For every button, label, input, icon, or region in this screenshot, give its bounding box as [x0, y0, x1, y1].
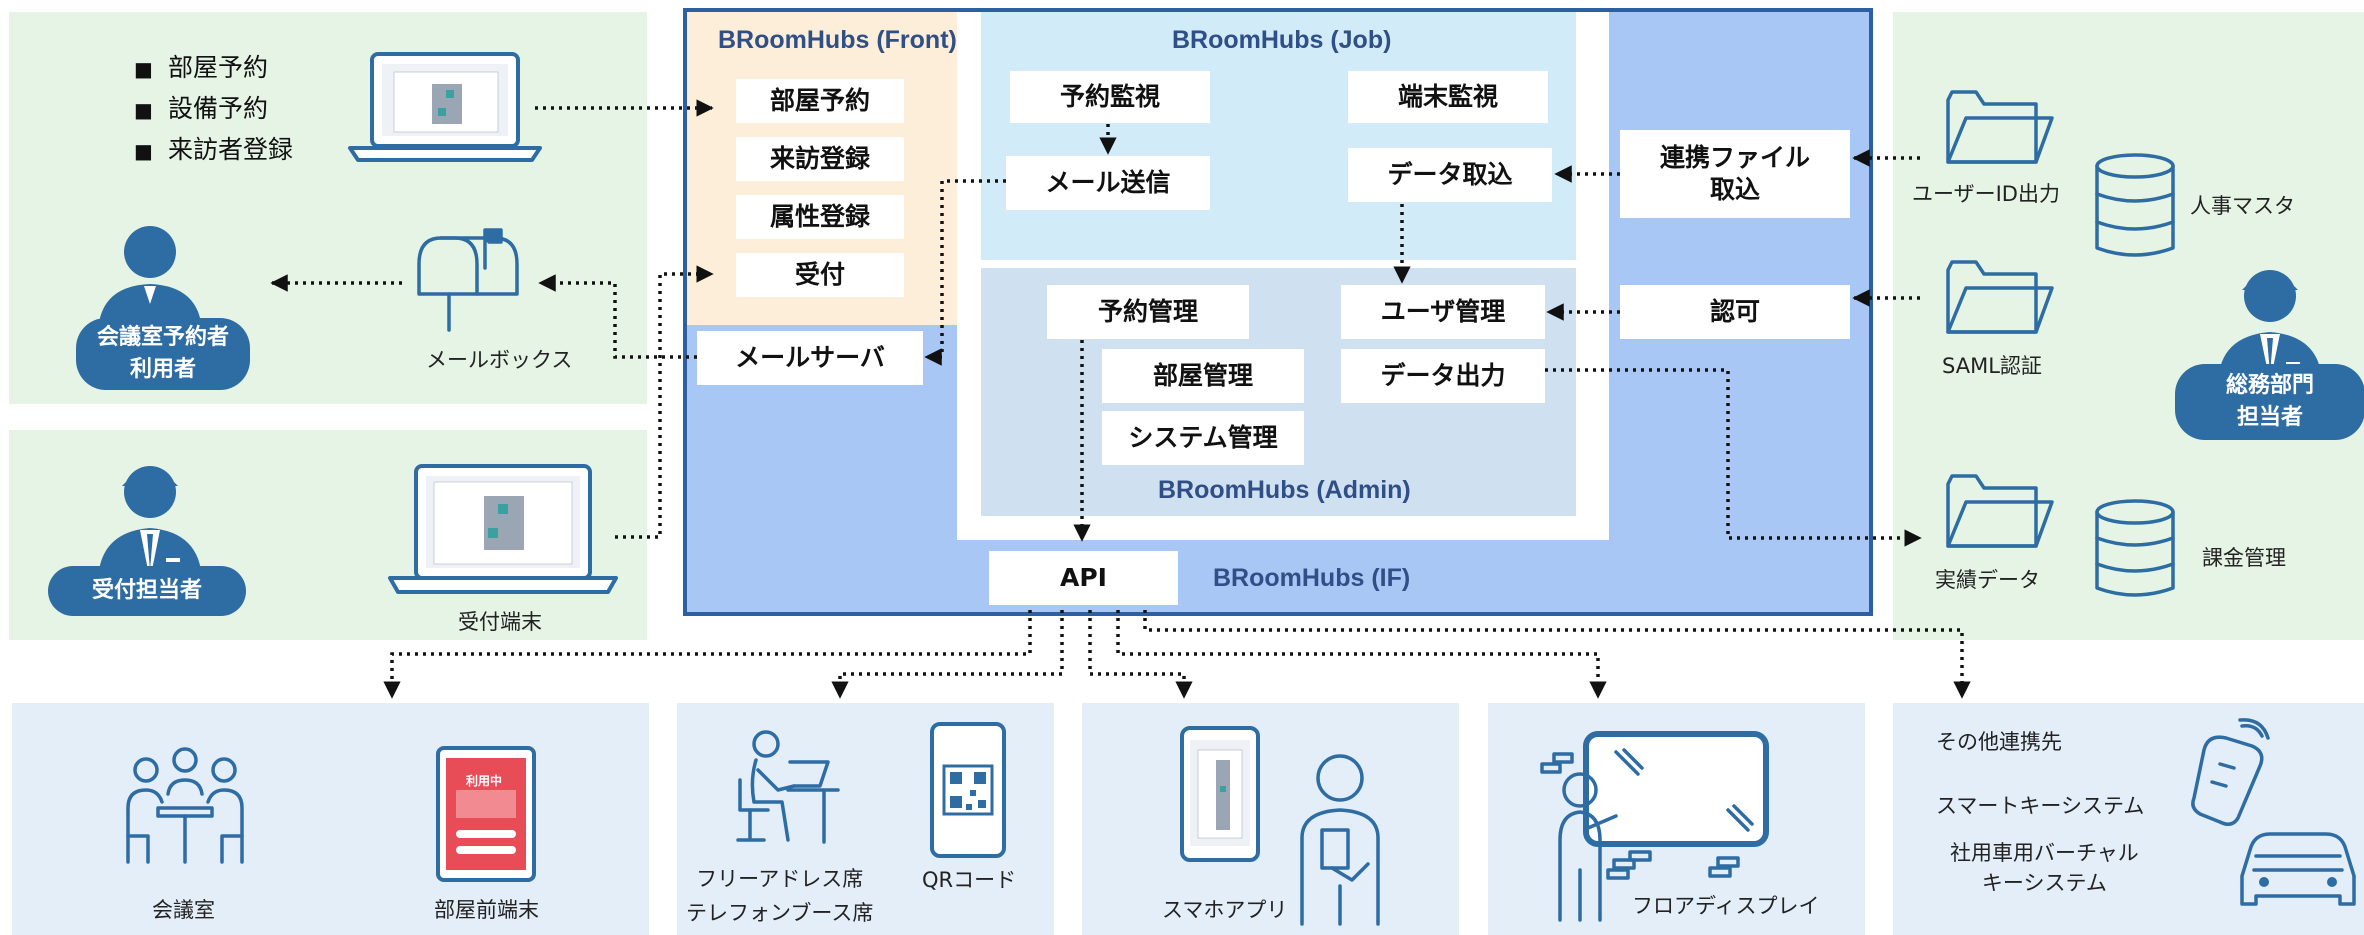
room-terminal-label: 部屋前端末	[434, 898, 539, 922]
room-terminal-tablet-icon	[436, 746, 536, 882]
results-folder-icon	[1946, 474, 2054, 548]
arrow-api-to-other	[1143, 610, 1971, 699]
if-title: BRoomHubs (IF)	[1213, 564, 1411, 592]
hr-master-label: 人事マスタ	[2190, 194, 2295, 218]
bottom-panel-meeting	[12, 703, 649, 935]
arrow-api-to-meeting	[383, 610, 1032, 699]
tablet-status-text: 利用中	[466, 774, 503, 788]
desk-worker-icon	[736, 730, 840, 844]
front-attribute-registration[interactable]: 属性登録	[736, 195, 904, 239]
mailbox-label: メールボックス	[426, 348, 573, 372]
billing-database-icon	[2095, 499, 2175, 597]
floor-display-label: フロアディスプレイ	[1632, 894, 1820, 918]
admin-room-management[interactable]: 部屋管理	[1102, 349, 1304, 403]
other-integrations-title: その他連携先	[1936, 730, 2062, 754]
saml-label: SAML認証	[1942, 354, 2042, 378]
arrow-reception-to-front	[615, 265, 714, 539]
job-reservation-monitor[interactable]: 予約監視	[1010, 71, 1210, 123]
front-visitor-registration[interactable]: 来訪登録	[736, 137, 904, 181]
job-terminal-monitor[interactable]: 端末監視	[1348, 71, 1548, 123]
meeting-room-icon	[126, 747, 244, 864]
saml-folder-icon	[1946, 260, 2054, 334]
front-reception[interactable]: 受付	[736, 253, 904, 297]
free-address-label: フリーアドレス席 テレフォンブース席	[686, 867, 874, 925]
bullet-equipment-reservation: 設備予約	[134, 89, 293, 130]
reception-terminal-label: 受付端末	[458, 610, 542, 634]
admin-system-management[interactable]: システム管理	[1102, 411, 1304, 465]
admin-user-management[interactable]: ユーザ管理	[1341, 285, 1545, 339]
arrow-api-to-freeaddress	[831, 610, 1064, 699]
arrow-mailserver-to-mailbox	[538, 274, 697, 359]
admin-data-output[interactable]: データ出力	[1341, 349, 1545, 403]
smartphone-app-label: スマホアプリ	[1162, 898, 1288, 922]
job-area	[981, 12, 1576, 260]
arrow-mailsend-to-mailserver	[924, 179, 1006, 366]
admin-title: BRoomHubs (Admin)	[1158, 476, 1411, 504]
laptop-icon	[348, 52, 542, 162]
arrow-api-to-floordisplay	[1116, 610, 1607, 699]
qr-phone-icon	[930, 722, 1006, 858]
link-file-import[interactable]: 連携ファイル取込	[1620, 130, 1850, 218]
auth-box[interactable]: 認可	[1620, 285, 1850, 339]
person-with-phone-icon	[1300, 754, 1380, 926]
car-icon	[2240, 832, 2356, 906]
hr-master-database-icon	[2095, 153, 2175, 257]
floor-display-icon	[1540, 731, 1769, 922]
qr-code-label: QRコード	[922, 868, 1017, 892]
api-box[interactable]: API	[989, 551, 1178, 605]
front-title: BRoomHubs (Front)	[718, 26, 957, 54]
reception-terminal-icon	[388, 464, 618, 594]
user-id-folder-icon	[1946, 90, 2054, 164]
job-mail-send[interactable]: メール送信	[1006, 156, 1210, 210]
job-data-import[interactable]: データ取込	[1348, 148, 1552, 202]
smart-key-icon	[2191, 718, 2270, 826]
arrow-dataoutput-to-results	[1545, 368, 1922, 547]
job-title: BRoomHubs (Job)	[1172, 26, 1392, 54]
meeting-room-label: 会議室	[152, 898, 215, 922]
smart-key-label: スマートキーシステム	[1936, 794, 2145, 818]
feature-bullet-list: 部屋予約 設備予約 来訪者登録	[134, 48, 293, 171]
mail-server[interactable]: メールサーバ	[697, 331, 923, 385]
user-role-pill: 会議室予約者 利用者	[76, 318, 250, 390]
car-key-label: 社用車用バーチャル キーシステム	[1950, 841, 2139, 895]
bottom-panel-smartphone	[1082, 703, 1459, 935]
smartphone-app-icon	[1180, 726, 1260, 862]
mailbox-icon	[417, 228, 519, 332]
bullet-room-reservation: 部屋予約	[134, 48, 293, 89]
bullet-visitor-registration: 来訪者登録	[134, 130, 293, 171]
reception-role-pill: 受付担当者	[48, 566, 246, 616]
link-file-import-label: 連携ファイル取込	[1659, 142, 1810, 205]
arrow-api-to-smartphone	[1088, 610, 1193, 699]
admin-reservation-management[interactable]: 予約管理	[1047, 285, 1249, 339]
user-id-output-label: ユーザーID出力	[1912, 182, 2060, 206]
front-room-reservation[interactable]: 部屋予約	[736, 79, 904, 123]
results-data-label: 実績データ	[1935, 568, 2040, 592]
admin-role-pill: 総務部門 担当者	[2175, 364, 2364, 440]
billing-label: 課金管理	[2202, 546, 2286, 570]
